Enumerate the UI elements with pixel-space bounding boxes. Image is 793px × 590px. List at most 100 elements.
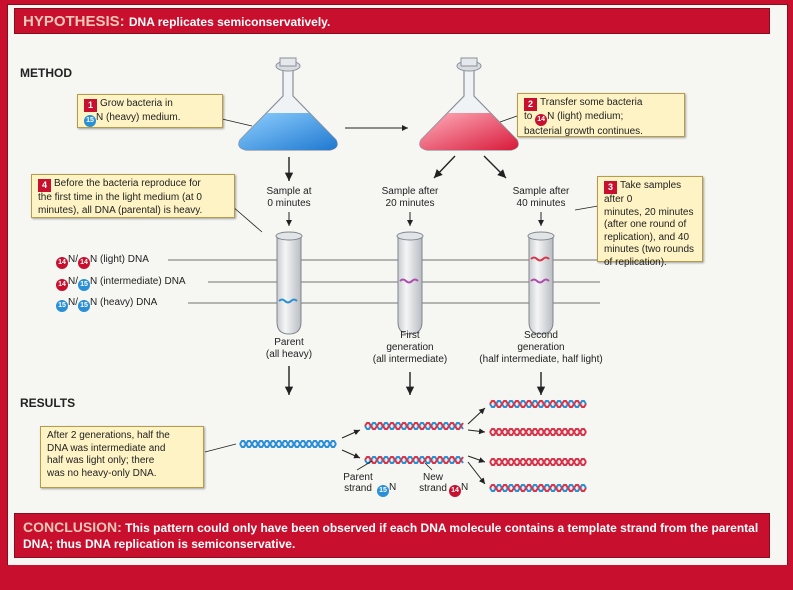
n-letter: N xyxy=(461,482,469,493)
dna-strand-b xyxy=(489,484,587,492)
branch-arrow-d xyxy=(467,428,486,435)
dna-strand-b xyxy=(489,400,587,408)
step2-text-l2-post: N (light) medium; xyxy=(547,111,624,122)
dna-gen1-b xyxy=(364,456,464,464)
n15-icon: 15 xyxy=(56,300,68,312)
dna-strand-b xyxy=(364,456,464,464)
n14-icon: 14 xyxy=(535,114,548,126)
dna-strand-b xyxy=(489,428,587,436)
dna-strand-a xyxy=(364,456,464,464)
sample-0-line2: 0 minutes xyxy=(267,198,311,209)
sample-0-line1: Sample at xyxy=(266,186,312,197)
dna-gen2-b xyxy=(489,428,587,436)
n-letter: N xyxy=(389,482,397,493)
results-line-3: was no heavy-only DNA. xyxy=(47,467,157,479)
pointer-new-strand xyxy=(424,462,433,471)
pointer-results xyxy=(204,443,237,453)
step3-line-3: replication), and 40 xyxy=(604,231,690,243)
bottom-border xyxy=(0,565,793,590)
step4-badge: 4 xyxy=(38,179,51,192)
n14-icon: 14 xyxy=(56,257,68,269)
hypothesis-banner: HYPOTHESIS: DNA replicates semiconservat… xyxy=(14,8,770,34)
sample-40-line1: Sample after xyxy=(512,186,570,197)
tube-parent-line2: (all heavy) xyxy=(265,349,313,360)
pointer-parent-strand xyxy=(356,460,373,471)
step2-text-l1: Transfer some bacteria xyxy=(540,97,643,108)
step4-line-2: minutes), all DNA (parental) is heavy. xyxy=(38,204,203,216)
hypothesis-keyword: HYPOTHESIS: xyxy=(23,13,125,30)
results-line-1: DNA was intermediate and xyxy=(47,442,166,454)
test-tube-second-generation xyxy=(527,231,555,335)
tube-second-line2: generation xyxy=(517,342,565,353)
step1-text-pre: Grow bacteria in xyxy=(100,98,173,109)
parent-strand-l2: strand xyxy=(344,483,372,494)
n15-icon: 15 xyxy=(377,485,389,497)
step2-text-l2-pre: to xyxy=(524,111,533,122)
slash-text: N/ xyxy=(68,276,78,287)
dna-parent xyxy=(239,440,337,448)
n15-icon: 15 xyxy=(84,115,96,127)
new-strand-l2: strand xyxy=(419,483,447,494)
n14-icon: 14 xyxy=(56,279,68,291)
results-note: After 2 generations, half the DNA was in… xyxy=(40,426,204,488)
pointer-step3 xyxy=(574,205,599,211)
n14-icon: 14 xyxy=(78,257,90,269)
heavy-medium-flask xyxy=(238,57,338,151)
sample-arrow-20 xyxy=(433,155,456,179)
step3-line-1: minutes, 20 minutes xyxy=(604,206,694,218)
step1-text-post: N (heavy) medium. xyxy=(96,112,181,123)
intermediate-dna-text: N (intermediate) DNA xyxy=(90,276,186,287)
step3-badge: 3 xyxy=(604,181,617,194)
tube-second-line3: (half intermediate, half light) xyxy=(479,354,603,365)
tube-parent-line1: Parent xyxy=(274,337,304,348)
heavy-dna-band xyxy=(278,298,298,304)
dna-gen2-a xyxy=(489,400,587,408)
parent-strand-l1: Parent xyxy=(343,472,373,483)
dna-gen1-a xyxy=(364,422,464,430)
branch-arrow-e xyxy=(467,455,486,463)
dna-strand-b xyxy=(239,440,337,448)
light-dna-text: N (light) DNA xyxy=(90,254,149,265)
sample-20-line2: 20 minutes xyxy=(385,198,435,209)
step2-text-l3: bacterial growth continues. xyxy=(524,126,643,137)
step4-line-1: the first time in the light medium (at 0 xyxy=(38,192,202,203)
dna-strand-b xyxy=(364,422,464,430)
step3-line-4: minutes (two rounds xyxy=(604,244,695,255)
pointer-step1 xyxy=(221,118,253,127)
sample-20-line1: Sample after xyxy=(381,186,439,197)
step2-badge: 2 xyxy=(524,98,537,111)
slash-text: N/ xyxy=(68,254,78,265)
hypothesis-text: DNA replicates semiconservatively. xyxy=(128,15,331,29)
slash-text: N/ xyxy=(68,297,78,308)
conclusion-banner: CONCLUSION: This pattern could only have… xyxy=(14,513,770,558)
n15-icon: 15 xyxy=(78,279,90,291)
n14-icon: 14 xyxy=(449,485,461,497)
conclusion-text: This pattern could only have been observ… xyxy=(23,521,759,551)
intermediate-dna-band-2 xyxy=(530,278,550,284)
pointer-step4 xyxy=(231,205,263,233)
light-dna-band xyxy=(530,256,550,262)
tube-first-line2: generation xyxy=(386,342,434,353)
dna-strand-a xyxy=(364,422,464,430)
branch-arrow-c xyxy=(467,407,486,425)
step4-line-0: Before the bacteria reproduce for xyxy=(54,178,201,189)
conclusion-keyword: CONCLUSION: xyxy=(23,519,122,535)
pointer-step2 xyxy=(499,115,518,123)
dna-helices xyxy=(239,400,587,492)
dna-strand-b xyxy=(489,458,587,466)
intermediate-dna-band xyxy=(399,278,419,284)
